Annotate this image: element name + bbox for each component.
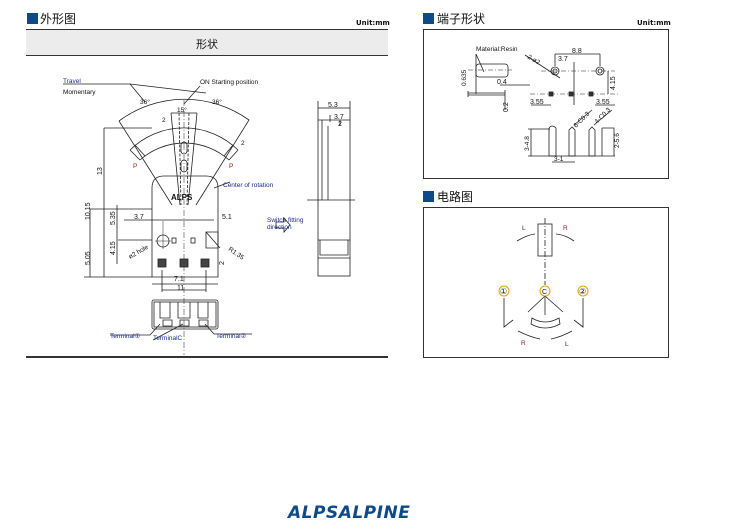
dim-3-4-8: 3-4.8 xyxy=(524,136,531,151)
label-angle-top: 15° xyxy=(177,106,187,114)
label-4-c0-3: 4-C0.3 xyxy=(593,106,612,125)
terminal-box xyxy=(423,29,669,179)
side-dim-3-7: 3.7 xyxy=(334,114,344,121)
dim-3-55-left: 3.55 xyxy=(530,99,544,106)
label-r1-35: R1.35 xyxy=(227,246,246,262)
outline-band xyxy=(26,29,388,56)
band-title: 形状 xyxy=(196,38,218,51)
label-terminal-2: Terminal② xyxy=(216,332,247,340)
label-travel: Travel xyxy=(63,78,81,85)
label-switch-fitting-2: direction xyxy=(267,224,292,231)
dim-5-1: 5.1 xyxy=(222,214,232,221)
label-hole: ø2 hole xyxy=(128,244,151,261)
dim-3-1: 3-1 xyxy=(554,156,564,163)
label-terminal-2: ② xyxy=(579,287,586,296)
outline-drawing xyxy=(63,83,355,355)
label-angle-left: 36° xyxy=(140,98,150,106)
label-on-start: ON Starting position xyxy=(200,79,259,86)
terminal-title: 端子形状 xyxy=(437,12,486,26)
dim-13: 13 xyxy=(97,167,104,175)
dim-3-7: 3.7 xyxy=(134,214,144,221)
circuit-labels: L R ① C ② R L xyxy=(498,225,589,348)
label-center: Center of rotation xyxy=(223,182,274,189)
label-p-right: P xyxy=(229,163,233,170)
dim-3-7: 3.7 xyxy=(558,56,568,63)
outline-title: 外形图 xyxy=(40,12,77,26)
outline-bottom-divider xyxy=(26,356,388,358)
label-terminal-1: Terminal① xyxy=(110,332,141,340)
circuit-drawing xyxy=(503,218,584,340)
label-terminal-1: ① xyxy=(500,287,507,296)
terminal-2-marker xyxy=(577,285,589,297)
dim-2: 2 xyxy=(219,261,226,265)
label-6-c0-3: 6-C0.3 xyxy=(572,110,591,129)
dim-0-4: 0.4 xyxy=(497,79,507,86)
terminal-drawing xyxy=(467,53,618,163)
label-angle-right: 36° xyxy=(212,98,222,106)
dim-4-15: 4.15 xyxy=(110,241,117,255)
circuit-title: 电路图 xyxy=(437,190,474,204)
dim-7-1: 7.1 xyxy=(174,276,184,283)
dim-2-5-6: 2-5.6 xyxy=(614,133,621,148)
section-marker xyxy=(27,13,38,24)
label-momentary: Momentary xyxy=(63,89,96,96)
label-switch-fitting-1: Switch fitting xyxy=(267,217,304,224)
label-p-left: P xyxy=(133,163,137,170)
dim-3-55-right: 3.55 xyxy=(596,99,610,106)
label-two-right: 2 xyxy=(241,140,245,147)
section-marker xyxy=(423,13,434,24)
dim-5-05: 5.05 xyxy=(85,251,92,265)
terminal-1-marker xyxy=(498,285,510,297)
section-marker xyxy=(423,191,434,202)
side-dim-5-3: 5.3 xyxy=(328,102,338,109)
alpsalpine-logo: ALPSALPINE xyxy=(286,503,410,523)
dim-0-635: 0.635 xyxy=(461,69,468,86)
terminal-c-marker xyxy=(539,285,551,297)
label-l-bottom: L xyxy=(565,341,569,348)
label-terminal-c: C xyxy=(542,289,547,296)
side-dim-2: 2 xyxy=(338,121,342,128)
outline-unit: Unit:mm xyxy=(356,19,390,27)
label-r-top: R xyxy=(563,225,568,232)
dim-0-2: 0.2 xyxy=(503,102,510,112)
circuit-box xyxy=(423,207,669,358)
label-material: Material:Resin xyxy=(476,46,518,53)
label-l-top: L xyxy=(522,225,526,232)
terminal-unit: Unit:mm xyxy=(637,19,671,27)
label-terminal-c: TerminalC xyxy=(153,335,183,342)
dim-5-35: 5.35 xyxy=(110,211,117,225)
dim-10-15: 10.15 xyxy=(85,202,92,220)
dim-4-15: 4.15 xyxy=(610,76,617,90)
dim-8-8: 8.8 xyxy=(572,48,582,55)
label-two-top: 2 xyxy=(162,117,166,124)
brand-mark: ALPS xyxy=(171,193,193,202)
terminal-labels: Material:Resin 0.635 0.4 0.2 2-ø2 8.8 3.… xyxy=(461,46,621,163)
label-r-bottom: R xyxy=(521,340,526,347)
dim-11: 11 xyxy=(177,285,184,292)
